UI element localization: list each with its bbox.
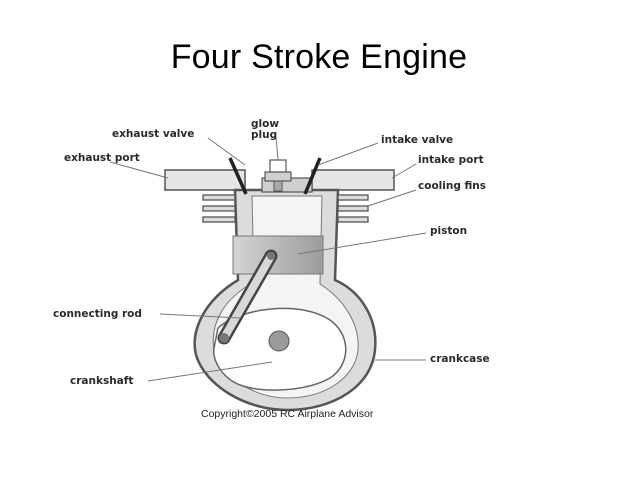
cooling-fins-left [202,194,236,223]
cooling-fins-right [337,194,369,223]
crank-pin [219,333,229,343]
label-exhaust-port: exhaust port [64,152,140,164]
glow-plug [264,159,292,192]
label-intake-valve: intake valve [381,134,453,146]
intake-port-tube [311,169,395,191]
label-crankshaft: crankshaft [70,375,133,387]
intake-valve [303,157,322,195]
wrist-pin [267,252,275,260]
exhaust-valve [228,157,248,195]
leader-lines [109,136,427,382]
exhaust-port-tube [164,169,246,191]
label-piston: piston [430,225,467,237]
label-crankcase: crankcase [430,353,490,365]
label-intake-port: intake port [418,154,484,166]
label-cooling-fins: cooling fins [418,180,486,192]
copyright-text: Copyright©2005 RC Airplane Advisor [201,408,374,420]
piston [232,235,324,275]
label-connecting-rod: connecting rod [53,308,142,320]
slide-title: Four Stroke Engine [170,38,468,76]
crankshaft-hub [268,330,290,352]
label-glow-plug-line1: glow [251,118,279,130]
label-exhaust-valve: exhaust valve [112,128,194,140]
label-glow-plug-line2: plug [251,129,277,141]
